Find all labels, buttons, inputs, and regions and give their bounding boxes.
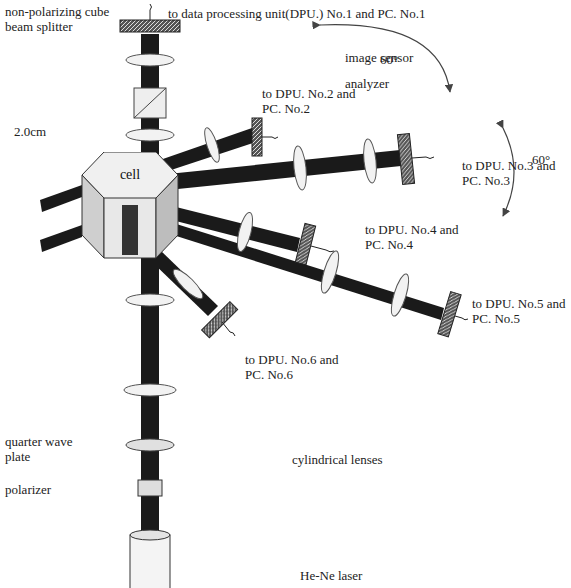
part-label: 60° <box>532 152 568 167</box>
cable <box>311 246 334 252</box>
image-sensor <box>295 223 315 264</box>
cylindrical-lens <box>234 211 255 253</box>
node-text: cell <box>82 167 178 183</box>
cable <box>262 137 278 139</box>
image-sensor <box>252 118 262 156</box>
part-label: image sensor <box>345 50 455 65</box>
laser-beam <box>150 250 218 316</box>
part-label: polarizer <box>5 482 95 497</box>
part-label: analyzer <box>345 76 455 91</box>
laser-top <box>130 530 170 540</box>
cylindrical-lens <box>202 126 223 163</box>
cable <box>455 316 468 320</box>
laser-beam <box>40 225 82 252</box>
cell-hexagon: cell <box>82 152 178 198</box>
polarizer <box>138 480 162 496</box>
image-sensor <box>120 20 180 32</box>
beam-splitter-cube <box>134 88 166 118</box>
cable <box>150 4 152 20</box>
quarter-wave-plate <box>126 439 174 451</box>
cylindrical-lens <box>318 249 342 295</box>
cylindrical-lens <box>124 384 176 396</box>
cylindrical-lens <box>292 145 309 190</box>
part-label: to DPU. No.4 and PC. No.4 <box>365 222 475 252</box>
beam-splitter-diagonal <box>134 88 166 118</box>
part-label: non-polarizing cube beam splitter <box>5 4 135 34</box>
cylindrical-lens <box>126 129 174 141</box>
part-label: to DPU. No.5 and PC. No.5 <box>472 296 568 326</box>
part-label: 2.0cm <box>14 124 74 139</box>
image-sensor <box>202 302 238 338</box>
cable <box>222 322 235 336</box>
beam-in-cell <box>122 205 138 255</box>
image-sensor <box>397 134 414 185</box>
laser-beam <box>40 185 82 212</box>
cylindrical-lens <box>388 272 412 318</box>
cylindrical-lens <box>170 266 207 303</box>
part-label: quarter wave plate <box>5 434 95 464</box>
cylindrical-lens <box>126 294 174 306</box>
image-sensor <box>438 291 461 336</box>
cable <box>412 157 434 159</box>
part-label: He-Ne laser <box>300 568 420 583</box>
cell-face <box>104 198 156 258</box>
hexagon-top <box>82 152 178 198</box>
part-label: to DPU. No.2 and PC. No.2 <box>262 86 362 116</box>
part-label: cylindrical lenses <box>292 452 392 467</box>
cylindrical-lens <box>362 138 379 183</box>
part-label: to data processing unit(DPU.) No.1 and P… <box>168 6 508 21</box>
he-ne-laser <box>130 535 170 588</box>
part-label: to DPU. No.6 and PC. No.6 <box>245 352 355 382</box>
cylindrical-lens <box>126 54 174 66</box>
